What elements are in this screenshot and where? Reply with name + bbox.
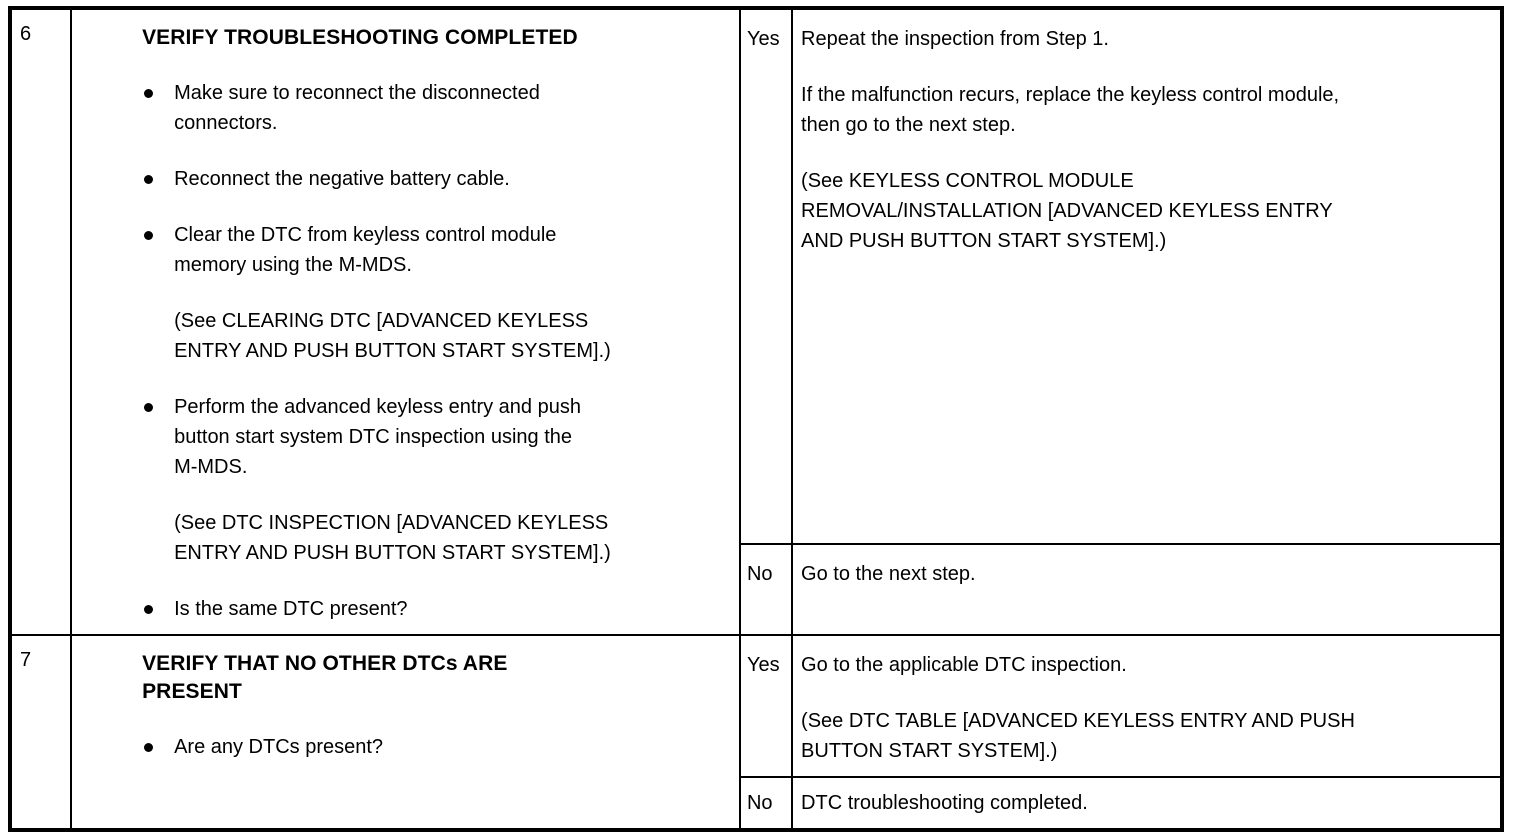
step-bullet-list-7: Are any DTCs present? (142, 732, 729, 762)
result-action-cell-7-no: DTC troubleshooting completed. (791, 776, 1503, 831)
list-item: Clear the DTC from keyless control modul… (142, 220, 729, 366)
result-label-yes: Yes (746, 28, 780, 50)
bullet-dot-icon (144, 743, 154, 752)
step-number-cell-6: 6 (8, 7, 73, 636)
bullet-dot-icon (144, 231, 154, 240)
table-row-step-6-yes: 6 VERIFY TROUBLESHOOTING COMPLETED Make … (8, 6, 1503, 636)
bullet-text: Are any DTCs present? (174, 736, 384, 758)
result-label-no: No (746, 792, 773, 814)
result-label-cell-7-no: No (738, 776, 794, 831)
step-action-cell-7: VERIFY THAT NO OTHER DTCs ARE PRESENT Ar… (70, 634, 741, 831)
list-item: Reconnect the negative battery cable. (142, 164, 729, 194)
bullet-text: Clear the DTC from keyless control modul… (174, 224, 557, 276)
result-reference-note: (See KEYLESS CONTROL MODULE REMOVAL/INST… (801, 170, 1333, 252)
bullet-text: Reconnect the negative battery cable. (174, 168, 510, 190)
table-row-step-6-no: No Go to the next step. (10, 543, 1503, 636)
result-paragraph: Go to the next step. (801, 563, 976, 586)
step-title-6: VERIFY TROUBLESHOOTING COMPLETED (142, 26, 578, 49)
bullet-reference-note: (See CLEARING DTC [ADVANCED KEYLESS ENTR… (174, 310, 611, 362)
result-paragraph: Repeat the inspection from Step 1. (801, 28, 1109, 50)
list-item: Is the same DTC present? (142, 594, 729, 624)
bullet-text: Make sure to reconnect the disconnected … (174, 82, 540, 134)
troubleshooting-table: 6 VERIFY TROUBLESHOOTING COMPLETED Make … (8, 6, 1504, 832)
result-label-cell-7-yes: Yes (738, 634, 794, 778)
result-label-yes: Yes (746, 654, 780, 676)
bullet-dot-icon (144, 175, 154, 184)
list-item: Perform the advanced keyless entry and p… (142, 392, 729, 568)
result-paragraph: Go to the applicable DTC inspection. (801, 654, 1127, 676)
step-number-cell-7: 7 (8, 634, 73, 831)
step-bullet-list-6: Make sure to reconnect the disconnected … (142, 78, 729, 624)
result-paragraph: DTC troubleshooting completed. (801, 792, 1088, 814)
result-action-cell-6-yes: Repeat the inspection from Step 1. If th… (791, 6, 1503, 546)
step-action-cell-6: VERIFY TROUBLESHOOTING COMPLETED Make su… (70, 7, 741, 636)
bullet-dot-icon (144, 605, 154, 614)
bullet-dot-icon (144, 403, 154, 412)
step-number-7: 7 (20, 649, 32, 671)
result-paragraph: If the malfunction recurs, replace the k… (801, 84, 1340, 136)
result-action-cell-7-yes: Go to the applicable DTC inspection. (Se… (791, 634, 1503, 778)
result-action-cell-6-no: Go to the next step. (791, 543, 1503, 636)
bullet-reference-note: (See DTC INSPECTION [ADVANCED KEYLESS EN… (174, 512, 611, 564)
bullet-text: Perform the advanced keyless entry and p… (174, 396, 581, 478)
result-label-cell-6-yes: Yes (738, 6, 794, 546)
table-row-step-7-yes: 7 VERIFY THAT NO OTHER DTCs ARE PRESENT … (8, 634, 1503, 831)
result-label-cell-6-no: No (738, 543, 794, 636)
list-item: Are any DTCs present? (142, 732, 729, 762)
result-reference-note: (See DTC TABLE [ADVANCED KEYLESS ENTRY A… (801, 710, 1355, 762)
list-item: Make sure to reconnect the disconnected … (142, 78, 729, 138)
bullet-text: Is the same DTC present? (174, 598, 408, 620)
result-label-no: No (746, 563, 773, 586)
troubleshooting-page: 6 VERIFY TROUBLESHOOTING COMPLETED Make … (8, 6, 1504, 832)
step-title-7: VERIFY THAT NO OTHER DTCs ARE PRESENT (142, 652, 508, 703)
bullet-dot-icon (144, 89, 154, 98)
step-number-6: 6 (20, 23, 32, 45)
